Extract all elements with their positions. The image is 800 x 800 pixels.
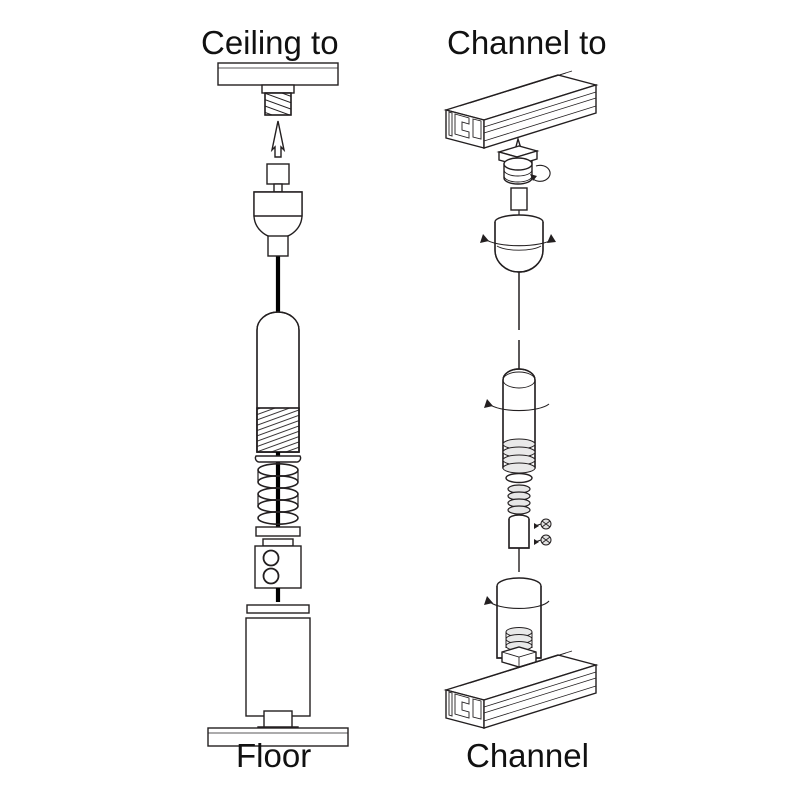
gripper-top: [253, 191, 303, 239]
label-ceiling-to: Ceiling to: [201, 24, 339, 61]
label-floor: Floor: [236, 737, 312, 774]
ferrule: [508, 514, 530, 572]
rotate-arrow-4: [484, 596, 550, 610]
floor-plate: [207, 727, 349, 747]
rotate-arrow-2: [480, 234, 556, 247]
ceiling-anchor: [261, 84, 295, 116]
up-arrow-icon: [270, 120, 286, 158]
rotate-arrow-1: [530, 164, 551, 182]
washer: [255, 526, 301, 537]
spring-small: [507, 484, 531, 515]
channel-bottom: [443, 650, 599, 729]
square-cap: [266, 163, 290, 193]
label-channel: Channel: [466, 737, 589, 774]
stud-small: [510, 187, 528, 216]
rotate-arrow-3: [484, 399, 550, 412]
ceiling-plate: [217, 62, 339, 86]
channel-top: [443, 70, 599, 149]
spring-cap: [254, 455, 302, 463]
setscrew-1: [534, 518, 552, 530]
label-channel-to: Channel to: [447, 24, 607, 61]
collar: [267, 235, 289, 257]
channel-nut: [496, 145, 540, 185]
clamp-block: [254, 538, 302, 602]
setscrew-2: [534, 534, 552, 546]
floor-post: [245, 604, 311, 717]
spring: [257, 462, 299, 525]
gripper-body: [494, 214, 544, 273]
tube-upper: [502, 368, 536, 474]
tube-threaded: [256, 311, 300, 453]
washer-small: [505, 472, 533, 484]
